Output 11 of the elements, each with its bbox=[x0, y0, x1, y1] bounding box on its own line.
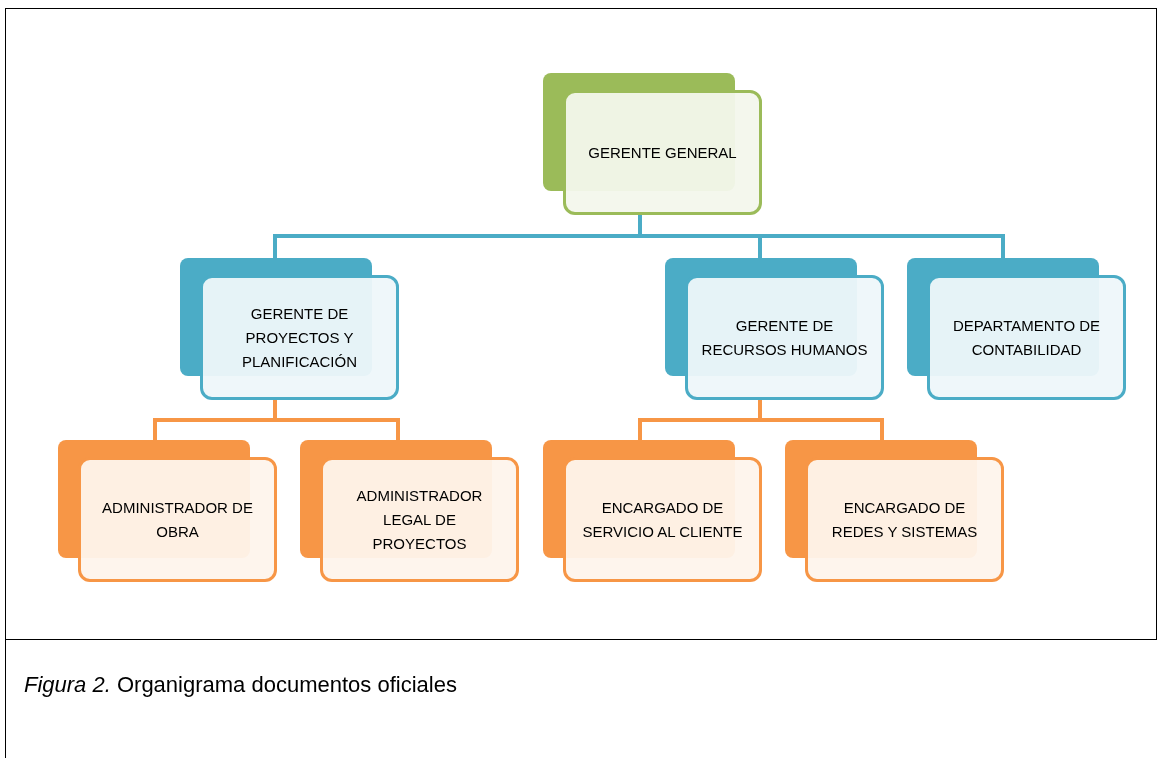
role-label: ADMINISTRADOR LEGAL DE PROYECTOS bbox=[355, 485, 484, 554]
connector-line bbox=[758, 400, 884, 440]
role-label: GERENTE GENERAL bbox=[588, 142, 737, 163]
role-label: GERENTE DE RECURSOS HUMANOS bbox=[700, 315, 869, 360]
role-label: ENCARGADO DE SERVICIO AL CLIENTE bbox=[581, 497, 744, 542]
role-label: DEPARTAMENTO DE CONTABILIDAD bbox=[951, 315, 1102, 360]
connector-line bbox=[638, 215, 1005, 258]
role-label: GERENTE DE PROYECTOS Y PLANIFICACIÓN bbox=[241, 303, 358, 372]
figure-caption: Figura 2. Organigrama documentos oficiales bbox=[24, 671, 457, 699]
role-label: ADMINISTRADOR DE OBRA bbox=[101, 497, 254, 542]
role-label: ENCARGADO DE REDES Y SISTEMAS bbox=[830, 497, 979, 542]
